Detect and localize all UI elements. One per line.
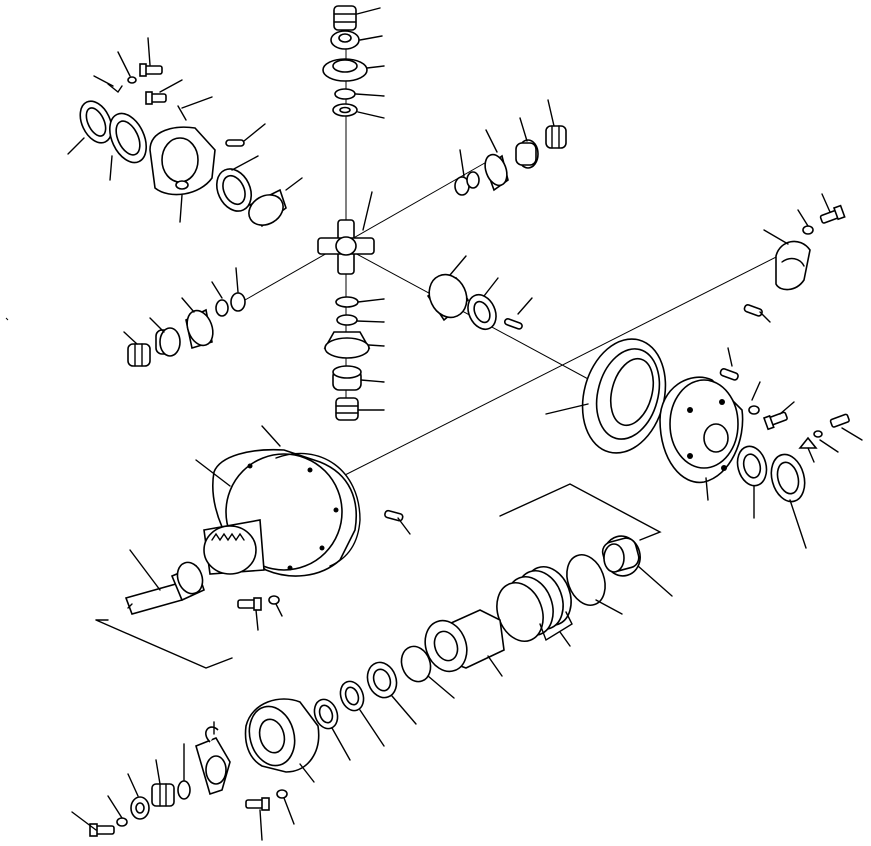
shim-rings <box>496 566 573 647</box>
flat-washer <box>127 773 150 820</box>
ur-pinion-gear <box>484 153 509 192</box>
lower-spacer <box>339 680 385 747</box>
lower-seal <box>313 698 351 761</box>
bottom-pinion-stack <box>323 296 385 421</box>
bottom-pinion-gear <box>323 331 371 359</box>
housing-dowel-leader <box>397 517 411 535</box>
upper-left-fasteners <box>93 37 213 121</box>
upper-right-pinion-stack <box>454 99 567 196</box>
pinion-cage <box>424 609 505 677</box>
case-dowel-pin-leader <box>727 347 733 367</box>
washer-1 <box>127 76 137 84</box>
housing-dowel-pin <box>384 509 404 522</box>
right-dowel-pin <box>503 297 533 330</box>
lower-left-fasteners <box>71 743 295 841</box>
top-pinion-stack <box>322 5 385 119</box>
differential-spider <box>317 191 375 275</box>
left-case-half <box>149 126 216 223</box>
bearing-cap-right <box>763 229 811 291</box>
bottom-washer <box>336 314 358 326</box>
right-thrust-washer <box>467 277 499 331</box>
bottom-bearing <box>332 365 362 391</box>
yoke-bolt <box>71 811 115 837</box>
retainer-bolt <box>245 789 295 841</box>
right-bearing-cup <box>736 445 768 519</box>
top-bushing <box>333 5 357 31</box>
pinion-retainer <box>244 698 320 783</box>
bottom-bushing <box>335 397 359 421</box>
case-dowel-pin <box>719 368 739 381</box>
ring-gear <box>545 338 667 454</box>
ur-spacer <box>466 171 480 189</box>
right-case-half <box>659 376 744 501</box>
carrier-housing <box>195 425 361 577</box>
right-cap-fasteners <box>743 193 846 323</box>
stray-dot <box>5 317 9 321</box>
lower-bearing-cone <box>366 661 417 725</box>
o-ring-large <box>566 554 623 615</box>
ur-bushing <box>545 125 567 149</box>
top-spacer <box>332 103 358 117</box>
lp-bushing <box>127 343 151 367</box>
left-seal <box>79 100 113 144</box>
top-pinion-gear <box>322 58 368 82</box>
flange-nut <box>151 759 175 807</box>
drive-pinion-shaft <box>95 549 233 669</box>
left-pinion-stack <box>123 267 246 367</box>
right-lock-fasteners <box>748 381 863 463</box>
lock-plate-1 <box>107 83 123 94</box>
lp-spacer <box>215 299 229 317</box>
o-ring-small <box>177 780 191 800</box>
left-bearing-cup <box>109 112 147 164</box>
upper-left-assembly <box>67 100 303 228</box>
pinion-bearing-cup <box>601 535 673 597</box>
lp-washer <box>230 292 246 312</box>
top-bearing <box>330 30 360 50</box>
companion-yoke <box>195 721 231 796</box>
right-seal <box>770 453 807 549</box>
ur-bearing <box>515 139 539 169</box>
lock-washer <box>116 817 128 827</box>
right-side-gear <box>426 255 470 322</box>
pin-1 <box>177 105 187 121</box>
bottom-spacer <box>335 296 359 308</box>
bearing-group-bracket <box>499 483 662 541</box>
top-washer <box>334 88 356 100</box>
lp-bearing <box>155 327 181 357</box>
bolt-2 <box>145 91 167 105</box>
pinion-bolt <box>237 595 283 631</box>
lower-oring <box>400 645 432 683</box>
bolt-1 <box>139 63 163 77</box>
side-gear-left <box>248 188 287 228</box>
thrust-washer-left <box>215 168 253 212</box>
lower-bearing-stack <box>313 645 455 761</box>
dowel-pin-left <box>225 139 245 147</box>
lp-gear <box>185 308 214 350</box>
